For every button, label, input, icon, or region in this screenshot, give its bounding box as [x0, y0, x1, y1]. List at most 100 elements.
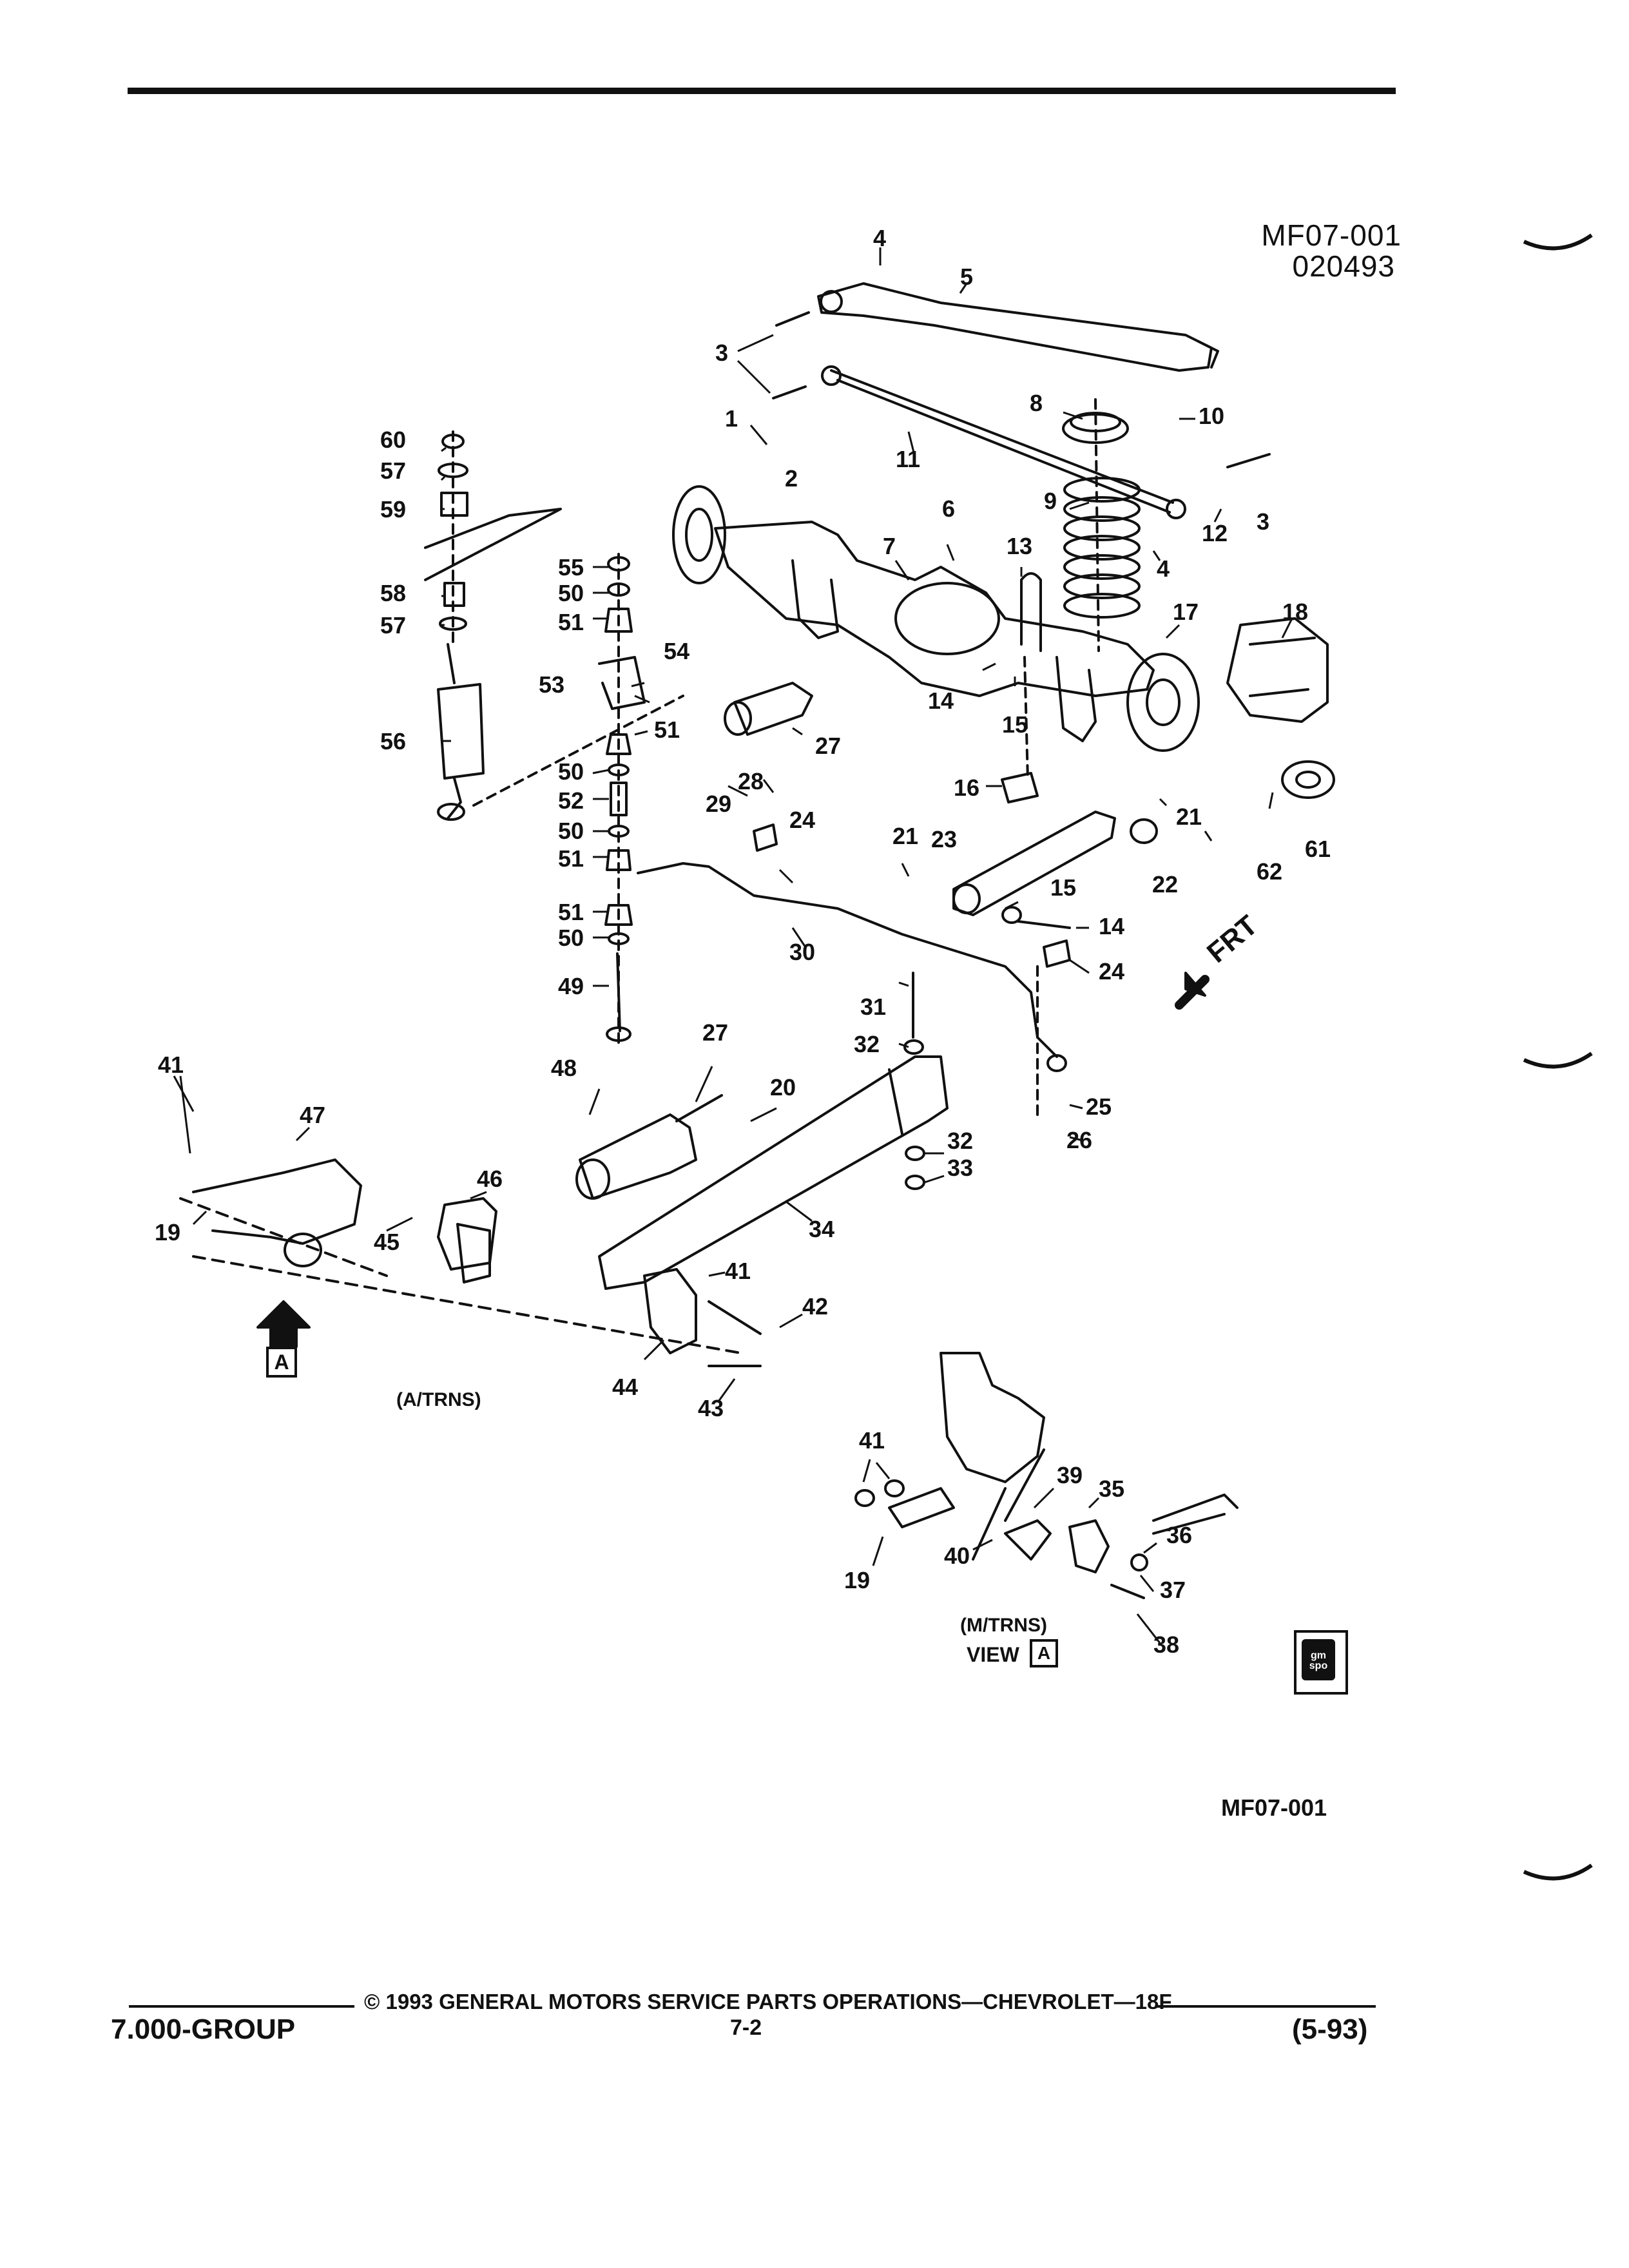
callout-1: 1 [725, 405, 738, 432]
callout-42: 42 [802, 1293, 829, 1320]
figure-code: MF07-001 [1221, 1794, 1327, 1821]
callout-8: 8 [1030, 390, 1043, 416]
view-label: VIEW [967, 1643, 1019, 1666]
callout-56: 56 [380, 728, 407, 754]
callout-61: 61 [1305, 836, 1331, 862]
footer-rule-left [129, 2005, 354, 2008]
callout-22: 22 [1152, 871, 1179, 898]
callout-14b: 14 [1099, 913, 1125, 939]
footer-page: 7-2 [730, 2015, 762, 2040]
callout-55: 55 [558, 554, 584, 581]
callout-27b: 27 [702, 1019, 729, 1046]
callout-3b: 3 [1257, 508, 1270, 535]
view-letter-box: A [1030, 1639, 1058, 1667]
callout-20: 20 [770, 1074, 796, 1100]
callout-51b: 51 [654, 716, 680, 743]
gm-spo-logo-text: gm spo [1309, 1650, 1328, 1671]
callout-21b: 21 [1176, 803, 1202, 830]
callout-24b: 24 [1099, 958, 1125, 985]
callout-41c: 41 [859, 1427, 885, 1454]
callout-17: 17 [1173, 599, 1199, 625]
coil-spring [1063, 477, 1141, 619]
callout-50a: 50 [558, 580, 584, 606]
callout-26: 26 [1066, 1127, 1093, 1153]
callout-4a: 4 [873, 225, 887, 251]
callout-50d: 50 [558, 925, 584, 951]
callout-32b: 32 [947, 1128, 974, 1154]
callout-35: 35 [1099, 1475, 1125, 1502]
callout-41b: 41 [725, 1258, 751, 1284]
callout-60: 60 [380, 427, 407, 453]
callout-21a: 21 [892, 823, 919, 849]
callout-58: 58 [380, 580, 407, 606]
callout-51d: 51 [558, 899, 584, 925]
callout-46: 46 [477, 1166, 503, 1192]
callout-4b: 4 [1157, 555, 1170, 582]
callout-24a: 24 [789, 807, 816, 833]
callout-33: 33 [947, 1155, 974, 1181]
callout-19b: 19 [844, 1567, 871, 1593]
view-a-box: A [266, 1347, 297, 1378]
callout-57a: 57 [380, 457, 407, 484]
transmission-crossmember [598, 1055, 949, 1290]
callout-43: 43 [698, 1395, 724, 1421]
transmission-mount [192, 1158, 362, 1245]
gm-spo-logo: gm spo [1294, 1630, 1348, 1695]
callout-47: 47 [300, 1102, 326, 1128]
callout-13: 13 [1007, 533, 1033, 559]
callout-14a: 14 [928, 687, 954, 714]
callout-18: 18 [1282, 599, 1309, 625]
brake-caliper [1226, 617, 1329, 723]
callout-2: 2 [785, 465, 798, 492]
ref-code: MF07-001 [1261, 218, 1402, 252]
footer-date: (5-93) [1292, 2013, 1368, 2045]
callout-44: 44 [612, 1374, 639, 1400]
callout-11: 11 [896, 446, 921, 472]
stabilizer-bar [637, 862, 1058, 1058]
callout-16: 16 [954, 774, 980, 801]
callout-25: 25 [1086, 1093, 1112, 1120]
callout-40: 40 [944, 1542, 970, 1569]
callout-41a: 41 [158, 1052, 184, 1078]
callout-7: 7 [883, 533, 896, 559]
callout-5: 5 [960, 264, 974, 290]
footer-group: 7.000-GROUP [111, 2013, 296, 2045]
callout-49: 49 [558, 973, 584, 999]
binder-mark-1 [1523, 233, 1593, 251]
callout-39: 39 [1057, 1462, 1083, 1488]
callout-12: 12 [1202, 520, 1228, 546]
callout-10: 10 [1199, 403, 1225, 429]
axle-housing [672, 485, 1155, 742]
brake-rotor [1126, 653, 1200, 752]
callout-15b: 15 [1050, 874, 1077, 901]
shock-absorber [437, 643, 485, 821]
callout-28: 28 [738, 768, 764, 794]
top-rule [128, 88, 1396, 94]
callout-27a: 27 [815, 733, 842, 759]
upper-control-arm [817, 282, 1213, 372]
callout-50c: 50 [558, 818, 584, 844]
callout-38: 38 [1153, 1631, 1180, 1658]
callout-57b: 57 [380, 612, 407, 639]
binder-mark-3 [1523, 1863, 1593, 1881]
callout-53: 53 [539, 671, 565, 698]
callout-29: 29 [706, 791, 732, 817]
callout-34: 34 [809, 1216, 835, 1242]
callout-54: 54 [664, 638, 690, 664]
callout-48: 48 [551, 1055, 577, 1081]
callout-6: 6 [942, 495, 956, 522]
footer-rule-right [1157, 2005, 1376, 2008]
callout-19a: 19 [155, 1219, 181, 1245]
callout-50b: 50 [558, 758, 584, 785]
ref-date: 020493 [1292, 249, 1395, 283]
callout-32a: 32 [854, 1031, 880, 1057]
callout-31: 31 [860, 994, 887, 1020]
mt-label: (M/TRNS) [960, 1615, 1047, 1636]
callout-37: 37 [1160, 1577, 1186, 1603]
footer-copyright: © 1993 GENERAL MOTORS SERVICE PARTS OPER… [364, 1990, 1172, 2013]
mtrns-view [854, 1352, 1239, 1599]
callout-45: 45 [374, 1229, 400, 1255]
callout-15a: 15 [1002, 711, 1028, 738]
callout-51c: 51 [558, 845, 584, 872]
